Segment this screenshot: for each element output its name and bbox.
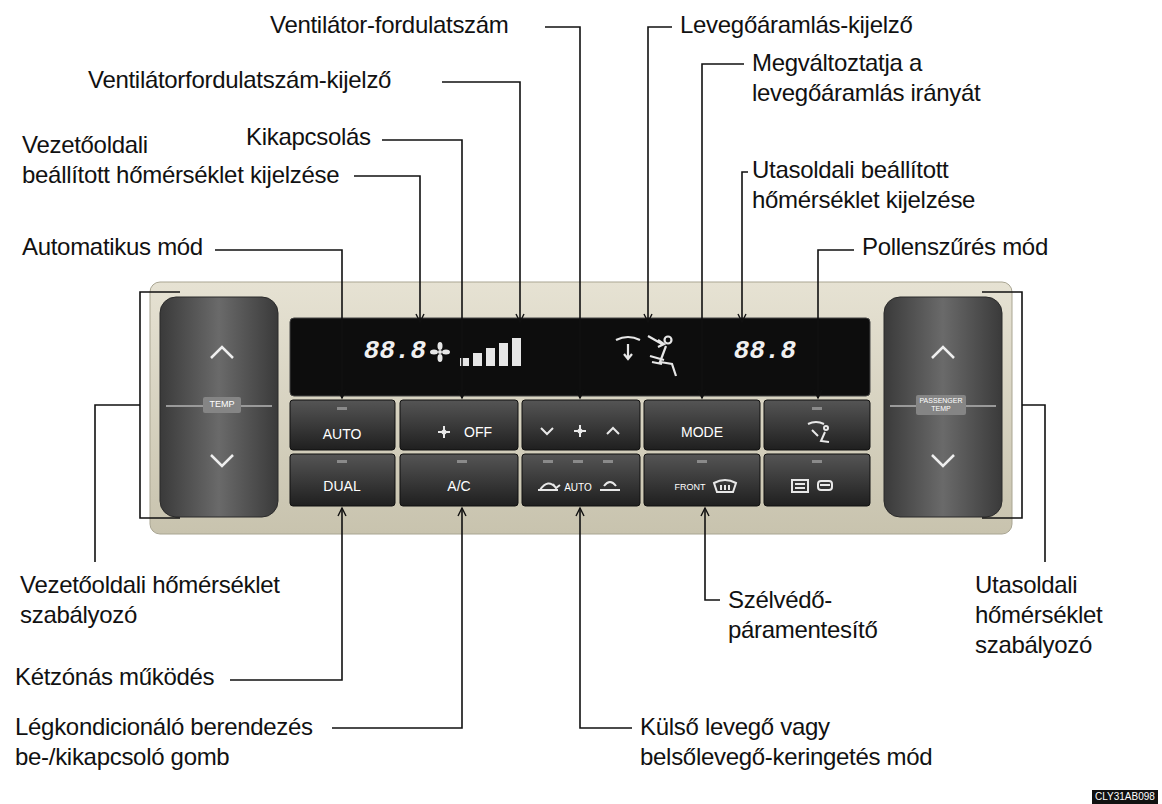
callout-label: Vezetőoldali hőmérséklet szabályozó <box>20 570 288 630</box>
button-label: FRONT <box>675 483 706 492</box>
callout-label: Ventilátor-fordulatszám <box>270 10 509 40</box>
callout-label: Kétzónás működés <box>15 662 214 692</box>
driver-temp-rocker <box>160 297 278 517</box>
leader-lines <box>95 27 1045 728</box>
button-icons <box>438 422 832 492</box>
indicator-lights <box>337 407 822 463</box>
display-digits: 88.8 <box>364 338 426 365</box>
button-label: DUAL <box>323 479 360 494</box>
button-label: TEMP <box>209 400 234 409</box>
button-row-lower <box>290 454 870 506</box>
callout-label: Utasoldali beállított hőmérséklet kijelz… <box>752 155 1062 215</box>
callout-label: Szélvédő-páramentesítő <box>728 585 918 645</box>
callout-label: Légkondicionáló berendezés be-/kikapcsol… <box>15 712 345 772</box>
button-label: AUTO <box>323 427 362 442</box>
callout-label: Kikapcsolás <box>246 122 371 152</box>
button-label: PASSENGER TEMP <box>918 397 964 412</box>
callout-label: Utasoldali hőmérséklet szabályozó <box>975 570 1125 660</box>
callout-label: Pollenszűrés mód <box>862 232 1048 262</box>
callout-label: Megváltoztatja a levegőáramlás irányát <box>752 48 1052 108</box>
callout-label: Vezetőoldali beállított hőmérséklet kije… <box>22 130 422 190</box>
button-label: AUTO <box>564 483 592 494</box>
panel-bezel <box>150 282 1012 534</box>
callout-label: Külső levegő vagy belsőlevegő-keringetés… <box>640 712 955 772</box>
bracket <box>140 292 1022 518</box>
button-label: A/C <box>447 479 470 494</box>
image-code: CLY31AB098 <box>1092 790 1158 804</box>
callout-label: Levegőáramlás-kijelző <box>680 10 912 40</box>
button-label: OFF <box>464 425 492 440</box>
callout-label: Automatikus mód <box>22 232 203 262</box>
button-label: MODE <box>681 425 723 440</box>
passenger-temp-rocker <box>884 297 1002 517</box>
callout-label: Ventilátorfordulatszám-kijelző <box>88 65 391 95</box>
button-row-upper <box>290 400 870 450</box>
display-digits: 88.8 <box>734 338 796 365</box>
